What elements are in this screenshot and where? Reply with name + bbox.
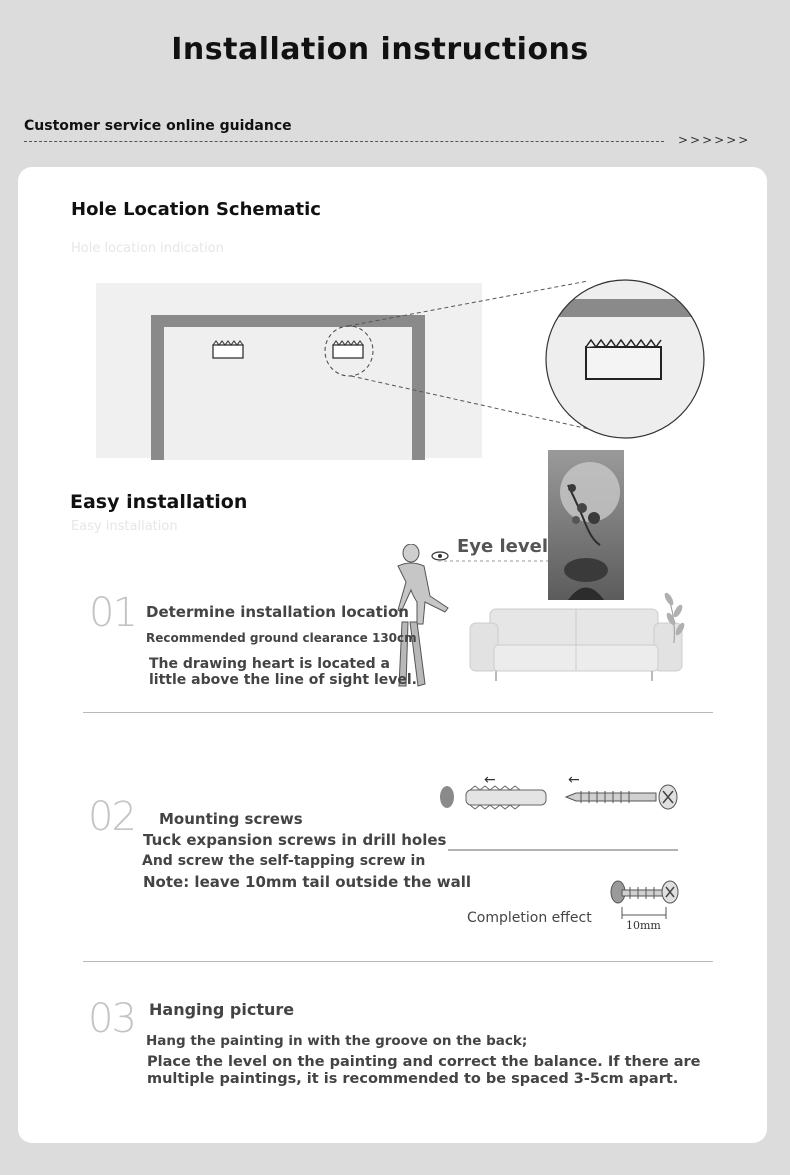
step-title: Mounting screws xyxy=(159,810,303,828)
eye-level-label: Eye level xyxy=(457,536,548,557)
sofa-illustration xyxy=(469,592,685,681)
completion-effect-label: Completion effect xyxy=(467,910,592,926)
screws-diagram: ← ← xyxy=(440,772,678,851)
completion-screw-diagram xyxy=(610,880,679,919)
step-line: Hang the painting in with the groove on … xyxy=(146,1033,528,1049)
svg-text:←: ← xyxy=(484,772,496,788)
measurement-label: 10mm xyxy=(626,919,661,932)
page-title: Installation instructions xyxy=(171,32,589,67)
step-line: The drawing heart is located a xyxy=(149,656,390,672)
svg-text:←: ← xyxy=(568,772,580,788)
section-divider xyxy=(83,961,713,962)
instructions-card: Hole Location Schematic Hole location in… xyxy=(18,167,767,1143)
step-number: 02 xyxy=(88,794,137,840)
step-clearance: Recommended ground clearance 130cm xyxy=(146,631,417,645)
painting-image xyxy=(548,450,624,600)
step-line: multiple paintings, it is recommended to… xyxy=(147,1071,679,1087)
easy-section-title: Easy installation xyxy=(70,491,248,513)
step-line: Place the level on the painting and corr… xyxy=(147,1054,701,1070)
step-number: 03 xyxy=(88,996,137,1042)
person-figure xyxy=(397,544,449,687)
step-line: Note: leave 10mm tail outside the wall xyxy=(143,873,472,891)
frame-schematic xyxy=(96,280,599,460)
hole-section-subtitle: Hole location indication xyxy=(71,241,224,256)
step-number: 01 xyxy=(89,590,138,636)
easy-section-subtitle: Easy installation xyxy=(71,519,178,534)
eye-icon xyxy=(431,551,449,561)
step-line: little above the line of sight level. xyxy=(149,672,417,688)
dashed-divider xyxy=(24,141,664,142)
step-line: And screw the self-tapping screw in xyxy=(142,853,426,869)
hole-section-title: Hole Location Schematic xyxy=(71,199,321,220)
magnified-hanger-detail xyxy=(545,279,705,439)
section-divider xyxy=(83,712,713,713)
step-title: Determine installation location xyxy=(146,603,409,621)
sight-line xyxy=(438,560,548,562)
customer-service-label: Customer service online guidance xyxy=(24,118,292,134)
step-line: Tuck expansion screws in drill holes xyxy=(143,831,447,849)
arrows-indicator: >>>>>> xyxy=(678,133,751,147)
step-title: Hanging picture xyxy=(149,1000,295,1019)
